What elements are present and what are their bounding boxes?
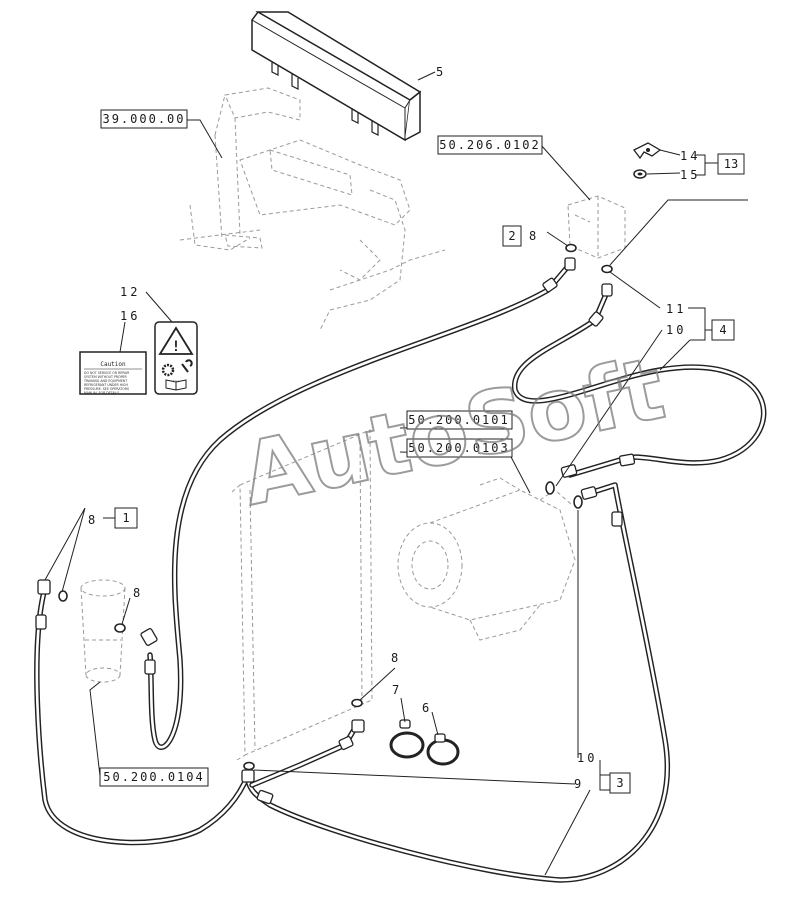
ref-box-50-200-0103: 50.200.0103	[406, 438, 513, 458]
kit-box-4: 4	[711, 319, 735, 341]
callout-8-drier: 8	[133, 586, 140, 600]
nut-part-15	[633, 169, 647, 179]
caution-line-1: DO NOT SERVICE OR REPAIR	[84, 371, 130, 375]
wrench-icon	[181, 359, 193, 373]
ghost-condenser-radiator	[231, 429, 373, 761]
autosoft-watermark: AutoSoft	[233, 338, 674, 527]
leader-lines	[44, 71, 748, 876]
callout-16: 16	[120, 309, 140, 323]
callout-8-top: 8	[529, 229, 536, 243]
callout-12: 12	[120, 285, 140, 299]
hose-condenser-short	[249, 725, 358, 788]
svg-text:3: 3	[616, 776, 623, 790]
kit-box-1: 1	[114, 507, 138, 529]
svg-text:AutoSoft: AutoSoft	[234, 339, 673, 526]
o-rings	[58, 243, 613, 771]
hose-left-long	[147, 261, 573, 750]
callout-8-left: 8	[88, 513, 95, 527]
callout-14: 14	[680, 149, 700, 163]
caution-line-3: TRAINING AND EQUIPMENT	[83, 379, 127, 383]
ghost-drier-cylinder	[80, 579, 126, 683]
ref-box-50-200-0104: 50.200.0104	[99, 767, 209, 787]
ref-box-50-206-0102: 50.206.0102	[437, 135, 543, 155]
ref-box-39-000-00: 39.000.00	[100, 109, 188, 129]
kit-box-13: 13	[717, 153, 745, 175]
ref-text: 50.200.0103	[408, 441, 509, 455]
callout-6: 6	[422, 701, 429, 715]
svg-text:2: 2	[508, 229, 515, 243]
caution-line-6: MANUAL FOR DETAILS	[84, 391, 119, 395]
ref-text: 39.000.00	[102, 112, 185, 126]
svg-text:!: !	[172, 339, 180, 355]
manual-book-icon	[165, 379, 187, 391]
ref-text: 50.200.0101	[408, 413, 509, 427]
callout-15: 15	[680, 168, 700, 182]
ghost-compressor	[397, 477, 576, 641]
caution-title: Caution	[100, 361, 126, 368]
callout-5: 5	[436, 65, 443, 79]
callout-8-condenser: 8	[391, 651, 398, 665]
callout-10-upper: 10	[666, 323, 686, 337]
ref-box-50-200-0101: 50.200.0101	[406, 410, 513, 430]
callout-9: 9	[574, 777, 581, 791]
callout-numbers: 5 6 7 8 8 8 8 9 10 10 11 12 14 15 16	[88, 65, 700, 791]
insulation-block-part-5	[251, 11, 422, 142]
ref-text: 50.200.0104	[103, 770, 204, 784]
callout-7: 7	[392, 683, 399, 697]
ghost-frame-assembly	[179, 87, 446, 331]
clamp-ring-part-6	[426, 733, 460, 766]
svg-text:1: 1	[122, 511, 129, 525]
clip-part-14	[633, 142, 662, 160]
caution-line-4: REFRIGERANT UNDER HIGH	[84, 383, 129, 387]
hose-fittings	[35, 257, 636, 805]
svg-text:4: 4	[719, 323, 726, 337]
caution-decal-part-16: Caution DO NOT SERVICE OR REPAIR SYSTEM …	[79, 351, 147, 395]
warning-symbol-decal-part-12: ! R134a	[154, 321, 198, 395]
hose-drier-left-loop	[34, 589, 251, 846]
warning-triangle-icon	[158, 326, 194, 355]
kit-box-2: 2	[502, 225, 522, 247]
hose-bottom-long	[245, 482, 671, 883]
clamp-ring-part-7	[389, 719, 425, 759]
kit-box-3: 3	[609, 772, 631, 794]
ref-text: 50.206.0102	[439, 138, 540, 152]
caution-line-5: PRESSURE. SEE OPERATORS	[84, 387, 129, 391]
svg-text:13: 13	[724, 157, 738, 171]
caution-line-2: SYSTEM WITHOUT PROPER	[84, 375, 128, 379]
callout-10-lower: 10	[577, 751, 597, 765]
callout-11: 11	[666, 302, 686, 316]
gear-icon	[161, 363, 175, 377]
